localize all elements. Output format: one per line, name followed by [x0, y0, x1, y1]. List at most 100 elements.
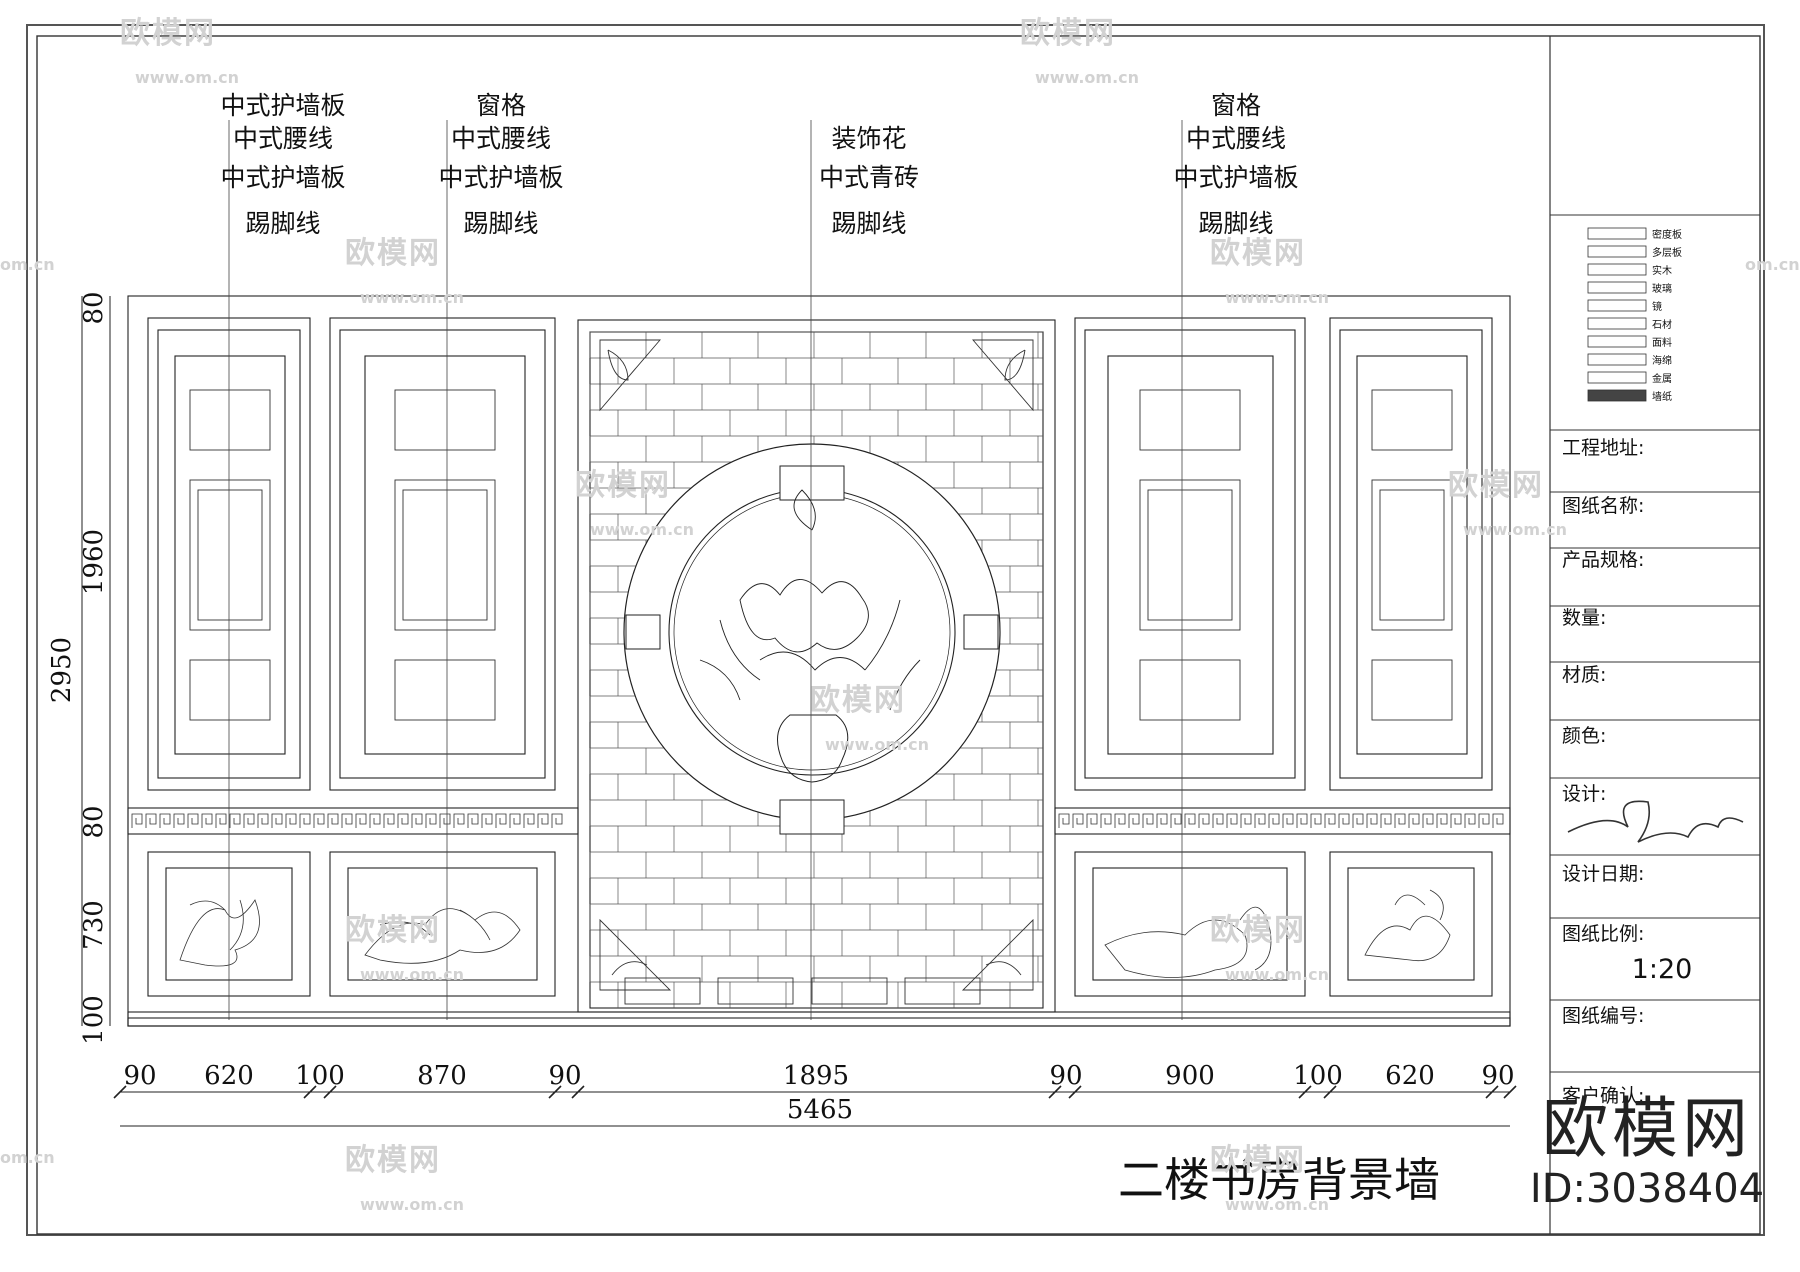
dimension-label: 620	[1385, 1061, 1435, 1091]
watermark-logo: 欧模网	[345, 913, 441, 948]
title-block-field: 图纸比例:	[1562, 923, 1644, 945]
scale-value: 1:20	[1632, 954, 1693, 985]
vase-outline	[777, 714, 849, 783]
title-block-field: 设计日期:	[1562, 863, 1644, 885]
legend-label: 墙纸	[1652, 390, 1672, 403]
title-block-field: 材质:	[1562, 664, 1606, 686]
legend-label: 海绵	[1652, 354, 1672, 367]
watermark-url: www.om.cn	[360, 288, 465, 307]
callout-label: 中式腰线	[233, 124, 333, 153]
tick-mark	[1503, 1085, 1517, 1099]
tick-mark	[323, 1085, 337, 1099]
watermark: 欧模网	[1448, 460, 1544, 504]
dimension-label: 100	[295, 1061, 345, 1091]
watermark-url: www.om.cn	[135, 68, 240, 87]
floral-roundel	[623, 443, 1001, 835]
fret-pattern	[131, 813, 1504, 828]
watermark-url: www.om.cn	[1463, 520, 1568, 539]
legend-swatch	[1587, 371, 1647, 384]
legend-swatch	[1587, 335, 1647, 348]
dimension-label: 1960	[79, 529, 109, 595]
watermark-url: www.om.cn	[360, 1195, 465, 1214]
drawing-title: 二楼书房背景墙	[1118, 1153, 1440, 1207]
watermark-url: www.om.cn	[1035, 68, 1140, 87]
dimension-label: 90	[1049, 1061, 1082, 1091]
title-block-field: 客户确认:	[1562, 1085, 1644, 1107]
legend-swatch	[1587, 389, 1647, 402]
watermark: 欧模网	[1210, 905, 1306, 949]
dimension-label: 80	[79, 805, 109, 838]
callout-label: 中式护墙板	[1173, 163, 1298, 192]
callout-label: 装饰花	[831, 124, 906, 153]
watermark-url: om.cn	[0, 1148, 55, 1167]
watermark: 欧模网	[345, 228, 441, 272]
watermark-logo: 欧模网	[1210, 913, 1306, 948]
legend-swatch	[1587, 227, 1647, 240]
carved-panel-4	[1329, 851, 1493, 997]
watermark-logo: 欧模网	[810, 683, 906, 718]
dimension-label: 100	[79, 995, 109, 1045]
watermark: 欧模网	[345, 1135, 441, 1179]
watermark-logo: 欧模网	[345, 1143, 441, 1178]
corner-carvings	[599, 339, 1034, 1005]
watermark-logo: 欧模网	[345, 236, 441, 271]
watermark-url: om.cn	[0, 255, 55, 274]
callout-label: 中式护墙板	[220, 91, 345, 120]
callout-label: 中式腰线	[1186, 124, 1286, 153]
callout-label: 踢脚线	[1198, 209, 1273, 238]
watermark: 欧模网	[120, 8, 216, 52]
legend-swatch	[1587, 299, 1647, 312]
tick-mark	[1068, 1085, 1082, 1099]
dimension-label: 870	[417, 1061, 467, 1091]
brand-id: ID:3038404	[1529, 1166, 1765, 1212]
window-panel-3	[1074, 317, 1306, 791]
brand-name: 欧模网	[1542, 1090, 1752, 1167]
callout-label: 踢脚线	[245, 209, 320, 238]
designer-signature	[1567, 800, 1744, 843]
title-block-field: 工程地址:	[1562, 437, 1644, 459]
inner-frame	[36, 35, 1761, 1235]
legend-swatch	[1587, 353, 1647, 366]
callout-label: 中式护墙板	[438, 163, 563, 192]
watermark-logo: 欧模网	[120, 16, 216, 51]
tick-mark	[571, 1085, 585, 1099]
callout-label: 中式腰线	[451, 124, 551, 153]
dimension-label: 1895	[783, 1061, 849, 1091]
carved-panel-3	[1074, 851, 1306, 997]
legend-label: 密度板	[1652, 228, 1682, 241]
tick-mark	[1298, 1085, 1312, 1099]
title-block-field: 颜色:	[1562, 725, 1606, 747]
watermark-url: www.om.cn	[1225, 1195, 1330, 1214]
title-block: 工程地址:图纸名称:产品规格:数量:材质:颜色:设计:设计日期:图纸比例:图纸编…	[1550, 214, 1760, 1107]
tick-mark	[548, 1085, 562, 1099]
dado-band-right	[1054, 807, 1511, 835]
watermark: 欧模网	[1210, 228, 1306, 272]
tick-mark	[1048, 1085, 1062, 1099]
title-block-field: 产品规格:	[1562, 549, 1644, 571]
legend-label: 金属	[1652, 372, 1672, 385]
callout-label: 踢脚线	[831, 209, 906, 238]
callout-label: 踢脚线	[463, 209, 538, 238]
legend-label: 玻璃	[1652, 282, 1672, 295]
watermark-logo: 欧模网	[575, 468, 671, 503]
tick-mark	[1485, 1085, 1499, 1099]
watermark-url: www.om.cn	[825, 735, 930, 754]
outer-frame	[26, 24, 1765, 1236]
legend-label: 实木	[1652, 264, 1672, 277]
plant-sketches	[179, 889, 1451, 978]
tick-mark	[1323, 1085, 1337, 1099]
material-callouts: 中式护墙板中式腰线中式护墙板踢脚线窗格中式腰线中式护墙板踢脚线装饰花中式青砖踢脚…	[220, 91, 1298, 238]
title-block-field: 图纸名称:	[1562, 495, 1644, 517]
watermark: 欧模网	[810, 675, 906, 719]
dimension-label: 730	[79, 900, 109, 950]
legend-label: 面料	[1652, 336, 1672, 349]
window-panel-4	[1329, 317, 1493, 791]
legend-label: 镜	[1652, 300, 1662, 313]
legend-swatch	[1587, 245, 1647, 258]
dimension-label: 90	[123, 1061, 156, 1091]
watermark: 欧模网	[345, 905, 441, 949]
